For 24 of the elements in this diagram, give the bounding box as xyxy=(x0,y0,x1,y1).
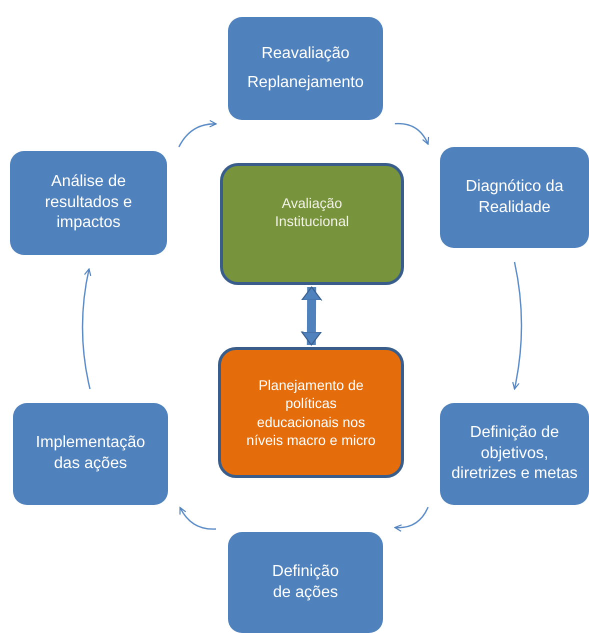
process-box xyxy=(440,403,589,505)
process-box xyxy=(440,147,589,248)
double-arrow xyxy=(300,286,322,346)
box-label: Diagnótico da Realidade xyxy=(464,176,564,218)
process-box xyxy=(228,532,383,633)
box-label: Avaliação Institucional xyxy=(274,194,350,230)
box-label: Análise de resultados e impactos xyxy=(44,172,134,234)
arrow xyxy=(179,506,216,530)
box-label: Planejamento de políticas educacionais nos níveis macro e micro xyxy=(245,376,377,449)
process-box xyxy=(220,163,404,285)
process-box xyxy=(218,347,404,478)
arrow xyxy=(512,262,522,390)
box-label: Replanejamento xyxy=(247,72,364,92)
process-box xyxy=(228,17,383,120)
box-label: Implementação das ações xyxy=(34,433,146,474)
box-label: Definição de objetivos, diretrizes e metas xyxy=(450,422,579,484)
box-label: Reavaliação xyxy=(261,44,350,64)
arrow xyxy=(394,122,429,145)
process-box xyxy=(10,151,167,255)
box-label: Definição de ações xyxy=(271,562,340,602)
arrow xyxy=(178,120,217,148)
arrow xyxy=(82,268,92,390)
arrow xyxy=(394,506,429,532)
process-box xyxy=(13,403,168,505)
